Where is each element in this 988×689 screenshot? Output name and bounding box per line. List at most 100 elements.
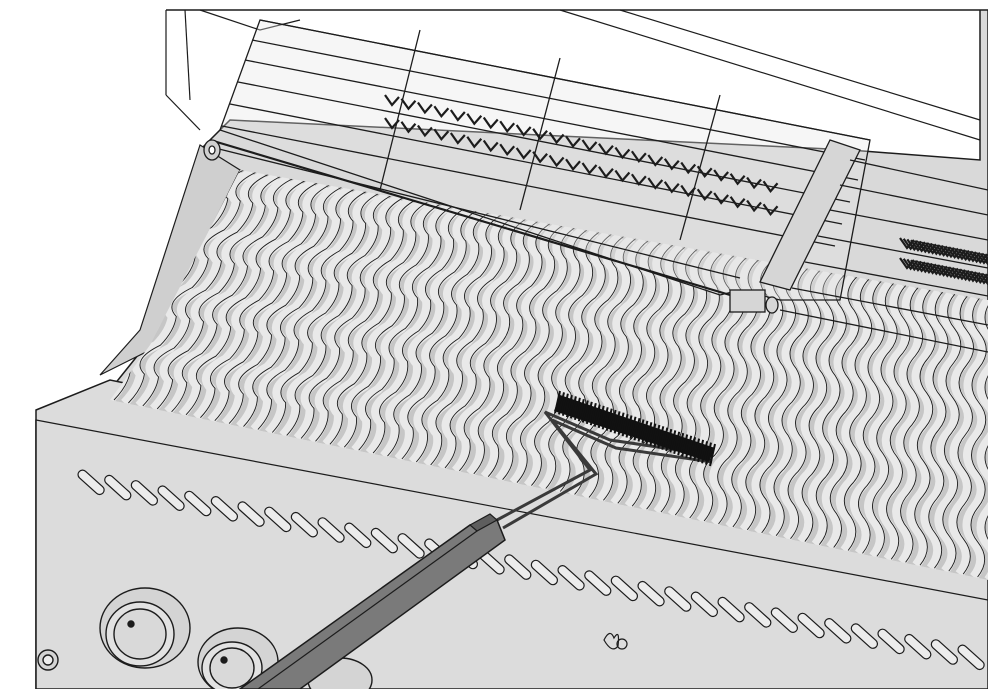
- grate-wave-strip: [807, 271, 847, 548]
- rack-bracket-center: [729, 139, 861, 314]
- chevron-mark: [762, 180, 779, 194]
- grate-wave-edge: [473, 222, 551, 475]
- grate-wave-strip: [878, 282, 911, 563]
- vent-slot: [130, 480, 159, 506]
- vent-slot: [530, 559, 559, 586]
- grate-wave-strip: [279, 191, 390, 439]
- grate-wave-strip: [423, 213, 513, 468]
- bristle: [693, 438, 701, 461]
- grate-wave-strip: [610, 241, 673, 507]
- grate-wave-edge: [559, 235, 625, 492]
- bristle: [633, 417, 641, 441]
- grate-wave-strip: [495, 223, 574, 483]
- grate-wave-strip: [595, 238, 660, 504]
- control-knob-left[interactable]: [99, 587, 191, 669]
- bristle: [657, 426, 665, 449]
- bristle: [709, 443, 716, 467]
- chevron-mark: [417, 124, 433, 138]
- vent-slot: [797, 612, 825, 639]
- grate-wave-strip: [193, 178, 316, 421]
- chevron-mark: [680, 161, 697, 175]
- grate-wave-edge: [387, 210, 478, 457]
- chevron-mark: [614, 146, 631, 160]
- grate-wave-edge: [171, 178, 294, 413]
- vent-slot: [237, 501, 265, 527]
- chevron-mark: [647, 154, 664, 167]
- brush-bristles: [554, 390, 716, 467]
- vent-slot: [344, 522, 372, 549]
- control-knob-center[interactable]: [197, 627, 279, 689]
- grate-wave-strip: [552, 232, 623, 495]
- bristle: [629, 416, 637, 440]
- ignition-button[interactable]: [37, 649, 59, 671]
- chevron-mark: [400, 98, 417, 111]
- grate-wave-edge: [928, 291, 949, 569]
- vent-slot: [744, 602, 772, 628]
- grate-wave-edge: [545, 233, 613, 489]
- grate-wave-strip: [336, 200, 439, 451]
- grate-wave-edge: [228, 186, 343, 424]
- chevron-mark: [548, 154, 565, 168]
- grate-wave-strip: [821, 273, 860, 551]
- brush-handle: [238, 519, 506, 689]
- chevron-mark: [433, 128, 450, 142]
- vent-slot: [637, 580, 665, 607]
- grate-wave-edge: [444, 218, 527, 469]
- grate-wave-strip: [567, 234, 636, 498]
- grate-wave-edge: [773, 267, 809, 536]
- grate-wave-strip: [920, 288, 949, 572]
- chevron-mark: [663, 181, 680, 194]
- vent-slot: [317, 517, 345, 543]
- bristle: [558, 392, 565, 415]
- grate-wave-strip: [864, 279, 898, 560]
- chevron-mark: [614, 169, 631, 183]
- grate-wave-strip: [365, 204, 464, 457]
- bristle: [565, 394, 573, 418]
- grate-wave-strip: [135, 170, 267, 410]
- grate-wave-strip: [666, 249, 722, 519]
- grate-wave-strip: [779, 266, 822, 542]
- chevron-mark: [482, 116, 499, 130]
- grate-wave-edge: [128, 171, 257, 404]
- chevron-mark: [548, 131, 565, 145]
- grate-wave-strip: [948, 292, 975, 577]
- chevron-mark: [384, 117, 400, 130]
- grate-wave-edge: [872, 282, 898, 557]
- chevron-mark: [466, 136, 483, 149]
- chevron-mark: [581, 139, 598, 152]
- bristle: [649, 423, 657, 446]
- chevron-mark: [449, 109, 466, 122]
- grate-wave-strip: [250, 187, 365, 433]
- firebox-left-wall: [99, 144, 241, 376]
- bristle: [613, 411, 621, 434]
- grate-wave-edge: [358, 205, 453, 451]
- grate-wave-strip: [751, 262, 797, 536]
- front-panel-top-edge: [35, 419, 988, 601]
- chevron-mark: [581, 162, 598, 175]
- grate-wave-edge: [286, 195, 392, 436]
- grate-wave-strip: [523, 228, 599, 489]
- warming-rack: [209, 19, 871, 301]
- chevron-mark: [729, 196, 746, 209]
- vent-slot: [77, 469, 105, 496]
- bristle: [617, 412, 625, 435]
- bristle: [685, 435, 693, 459]
- grate-wave-strip: [351, 202, 451, 454]
- grate-wave-strip: [121, 170, 255, 407]
- bristle: [561, 393, 569, 416]
- grate-wave-edge: [531, 231, 600, 486]
- grate-wave-edge: [487, 225, 564, 477]
- chevron-mark: [746, 176, 762, 190]
- vent-slot: [210, 496, 239, 522]
- grate-wave-edge: [801, 271, 835, 542]
- grate-wave-edge: [745, 263, 784, 531]
- grate-wave-edge: [415, 214, 502, 463]
- chevron-mark: [630, 173, 647, 187]
- bristle: [569, 396, 577, 419]
- bristle: [677, 432, 685, 456]
- chevron-mark: [680, 184, 697, 198]
- chevron-mark: [482, 139, 499, 153]
- vent-slot: [397, 533, 425, 559]
- grate-wave-edge: [502, 227, 576, 480]
